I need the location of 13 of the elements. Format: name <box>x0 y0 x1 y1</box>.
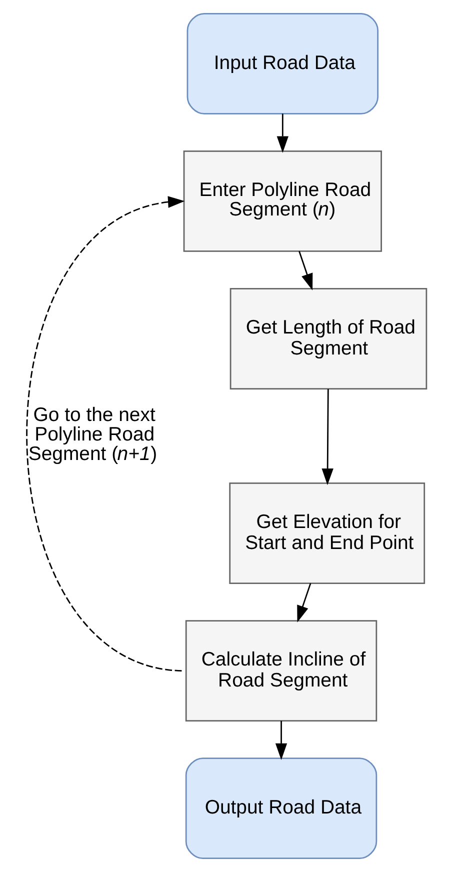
node-box: Get Length of Road Segment <box>229 288 427 390</box>
arrow <box>296 583 311 622</box>
arrow <box>298 251 312 290</box>
edge-label: Go to the next Polyline Road Segment (n+1) <box>28 404 157 465</box>
arrow <box>321 389 333 486</box>
arrow <box>274 720 287 760</box>
node-box: Get Elevation for Start and End Point <box>228 482 425 584</box>
node-box: Input Road Data <box>186 12 378 114</box>
arrow <box>276 114 288 153</box>
arrow <box>26 196 184 672</box>
node-box: Calculate Incline of Road Segment <box>184 620 377 722</box>
node-box: Enter Polyline Road Segment (n) <box>182 150 382 252</box>
node-box: Output Road Data <box>184 758 377 860</box>
